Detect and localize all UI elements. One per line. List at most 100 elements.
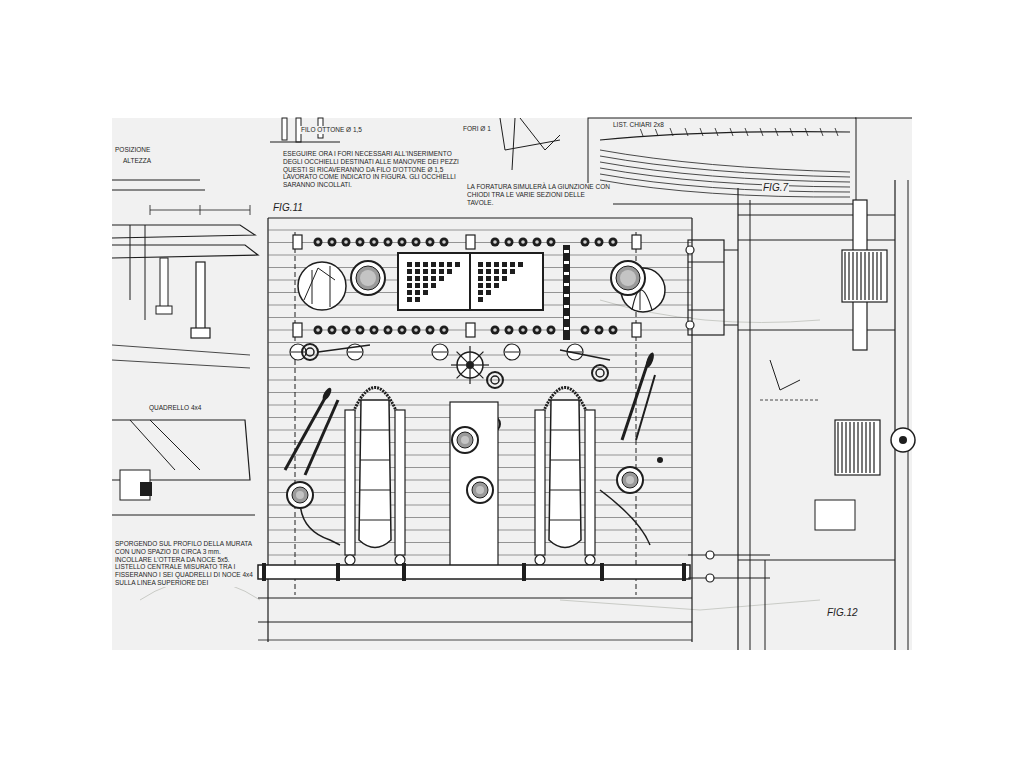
window-pane (415, 283, 420, 288)
eyebolt (356, 326, 365, 335)
eyebolt (370, 238, 379, 247)
eyebolt-hole (535, 328, 539, 332)
window-pane (486, 290, 491, 295)
cannon-barrel (549, 400, 581, 548)
ladder-rung (564, 283, 569, 286)
beam (112, 245, 258, 258)
nail-tick (655, 128, 658, 136)
gun-port-glass (620, 270, 636, 286)
window-pane (407, 297, 412, 302)
hatching (865, 422, 866, 473)
eyebolt (356, 238, 365, 247)
panel-edge (268, 217, 692, 218)
rail-bracket (522, 563, 526, 581)
plank-line (600, 162, 850, 182)
bottom-rail (258, 565, 690, 579)
rammer (285, 398, 325, 470)
window-pane (502, 276, 507, 281)
eyebolt (412, 326, 421, 335)
eyebolt (412, 238, 421, 247)
window-mullion (469, 253, 471, 310)
plank-line (268, 317, 692, 318)
drawing-line (738, 215, 895, 216)
plank-line (600, 132, 850, 140)
note-text: QUADRELLO 4x4 (148, 404, 202, 412)
gun-port-glass (360, 270, 376, 286)
eyebolt (533, 238, 542, 247)
hatching (872, 252, 873, 300)
rail-bracket (600, 563, 604, 581)
ladder-rung (564, 305, 569, 308)
window-pane (494, 262, 499, 267)
window-pane (415, 297, 420, 302)
nail-tick (790, 128, 793, 136)
nail-tick (730, 128, 733, 136)
window-pane (439, 276, 444, 281)
sponge (644, 351, 655, 368)
window-pane (407, 290, 412, 295)
frame-line (894, 180, 895, 650)
hatching (856, 252, 857, 300)
hatching (849, 422, 850, 473)
barrel-ring (360, 520, 390, 521)
note-text: ALTEZZA (122, 157, 152, 165)
eyebolt-hole (611, 328, 615, 332)
gear-hub (899, 436, 907, 444)
gun-port (467, 477, 493, 503)
eyebolt (491, 326, 500, 335)
deck-line (258, 622, 692, 623)
drawing-line (130, 225, 131, 300)
drawing-line (512, 118, 515, 170)
window-pane (518, 262, 523, 267)
post (160, 258, 168, 308)
eyebolt-hole (597, 240, 601, 244)
drawing-path (304, 268, 335, 300)
drawing-line (738, 560, 895, 561)
hatching (837, 422, 838, 473)
window-pane (447, 269, 452, 274)
window-pane (415, 262, 420, 267)
barrel-ring (550, 490, 580, 491)
drawing-line (145, 225, 146, 320)
barrel-ring (360, 490, 390, 491)
ladder-rung (564, 327, 569, 330)
plank-line (600, 150, 850, 172)
eyebolt (533, 326, 542, 335)
eyebolt-hole (330, 328, 334, 332)
stanchion (293, 235, 302, 249)
eyebolt-hole (386, 240, 390, 244)
window-pane (407, 276, 412, 281)
hatching (876, 252, 877, 300)
ladder-rung (564, 294, 569, 297)
faint-line (760, 400, 820, 401)
eyebolt (384, 238, 393, 247)
hatching (861, 422, 862, 473)
eyebolt (328, 326, 337, 335)
rail-bracket (682, 563, 686, 581)
drawing-line (348, 352, 362, 353)
dimension-tick (150, 205, 151, 215)
stanchion (466, 323, 475, 337)
eyebolt (398, 326, 407, 335)
plank-line (600, 180, 850, 197)
eyebolt (426, 326, 435, 335)
capstan-bar (473, 352, 484, 363)
rammer (622, 362, 648, 440)
rope-coil (306, 348, 314, 356)
rail-bracket (402, 563, 406, 581)
eyebolt (342, 326, 351, 335)
window-pane (502, 262, 507, 267)
eyebolt (314, 238, 323, 247)
window-pane (423, 269, 428, 274)
figure-number: FIG.11 (272, 202, 304, 214)
eyebolt (581, 238, 590, 247)
rope (560, 350, 610, 360)
gun-carriage (395, 410, 405, 555)
gun-port-glass (461, 436, 469, 444)
drawing-line (312, 270, 313, 304)
truck-wheel (585, 555, 595, 565)
hatch-round (298, 262, 346, 310)
bench-brace (130, 420, 200, 470)
stanchion (293, 323, 302, 337)
plank-line (600, 168, 850, 187)
